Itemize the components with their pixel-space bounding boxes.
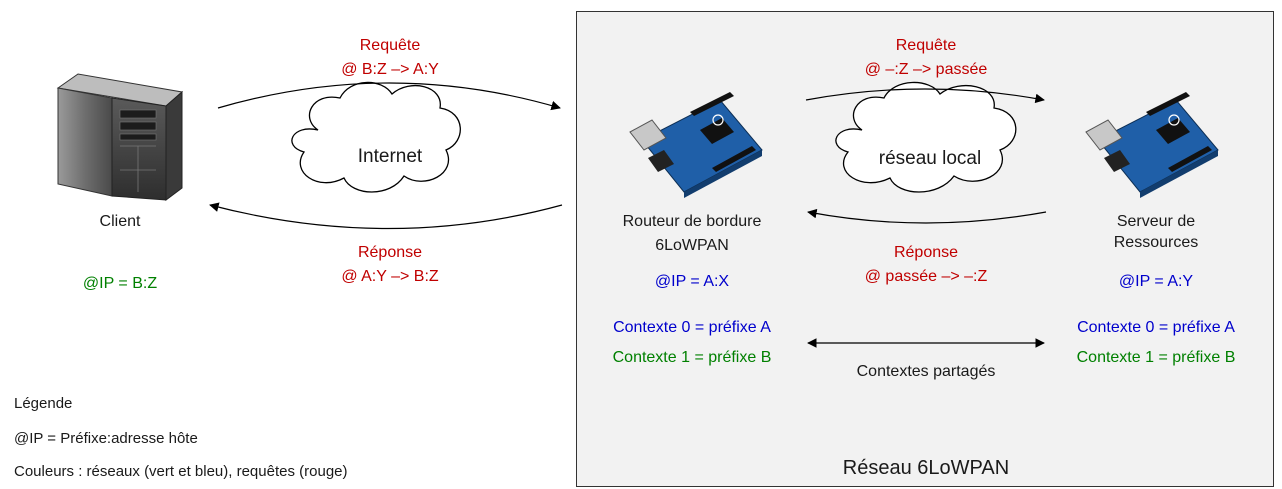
- server-name-line2: Ressources: [1113, 234, 1199, 251]
- server-board-icon: [1085, 92, 1219, 198]
- server-context0: Contexte 0 = préfixe A: [1077, 319, 1235, 336]
- server-ip: @IP = A:Y: [1118, 273, 1194, 290]
- legend-line2: Couleurs : réseaux (vert et bleu), requê…: [14, 463, 348, 480]
- local-response-arrow: [807, 208, 1047, 224]
- internet-cloud-label: Internet: [357, 146, 423, 167]
- local-request-detail: @ –:Z –> passée: [864, 61, 988, 78]
- client-ip: @IP = B:Z: [82, 275, 158, 292]
- network-label: Réseau 6LoWPAN: [842, 457, 1010, 479]
- server-name-line1: Serveur de: [1116, 213, 1196, 230]
- internet-cloud-icon: [291, 81, 461, 193]
- router-context1: Contexte 1 = préfixe B: [612, 349, 772, 366]
- client-label: Client: [99, 213, 141, 230]
- client-computer-icon: [56, 73, 184, 201]
- internet-response-arrow: [209, 202, 563, 230]
- internet-request-title: Requête: [359, 37, 421, 54]
- local-response-title: Réponse: [893, 244, 959, 261]
- legend-title: Légende: [14, 395, 73, 412]
- router-name-line2: 6LoWPAN: [655, 237, 729, 254]
- local-cloud-label: réseau local: [878, 148, 982, 169]
- router-board-icon: [629, 92, 763, 198]
- server-context1: Contexte 1 = préfixe B: [1076, 349, 1236, 366]
- internet-request-arrow: [217, 82, 561, 111]
- legend-line1: @IP = Préfixe:adresse hôte: [14, 430, 198, 447]
- local-request-title: Requête: [895, 37, 957, 54]
- local-network-cloud-icon: [835, 81, 1017, 193]
- internet-request-detail: @ B:Z –> A:Y: [341, 61, 439, 78]
- router-name-line1: Routeur de bordure: [622, 213, 762, 230]
- internet-response-title: Réponse: [357, 244, 423, 261]
- router-context0: Contexte 0 = préfixe A: [613, 319, 771, 336]
- router-ip: @IP = A:X: [654, 273, 730, 290]
- internet-response-detail: @ A:Y –> B:Z: [341, 268, 439, 285]
- local-request-arrow: [805, 88, 1045, 104]
- local-response-detail: @ passée –> –:Z: [864, 268, 988, 285]
- shared-contexts-label: Contextes partagés: [856, 363, 996, 380]
